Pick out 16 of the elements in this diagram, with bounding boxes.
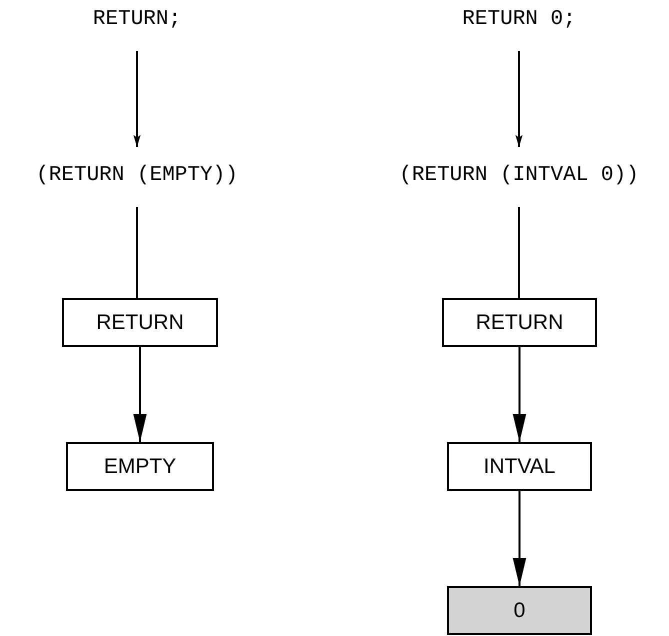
code-text: RETURN 0; [409, 5, 629, 35]
leaf-box: 0 [447, 586, 592, 635]
arrow [133, 51, 141, 147]
arrow [512, 491, 526, 586]
arrow [515, 51, 523, 147]
node-box: EMPTY [66, 442, 214, 491]
arrow [512, 347, 526, 442]
node-box: INTVAL [447, 442, 592, 491]
arrow [133, 347, 147, 442]
connector-line [136, 207, 138, 298]
code-text: (RETURN (INTVAL 0)) [374, 161, 664, 191]
node-box: RETURN [62, 298, 218, 347]
code-text: (RETURN (EMPTY)) [2, 161, 272, 191]
node-box: RETURN [442, 298, 597, 347]
connector-line [518, 207, 520, 298]
code-text: RETURN; [47, 5, 227, 35]
